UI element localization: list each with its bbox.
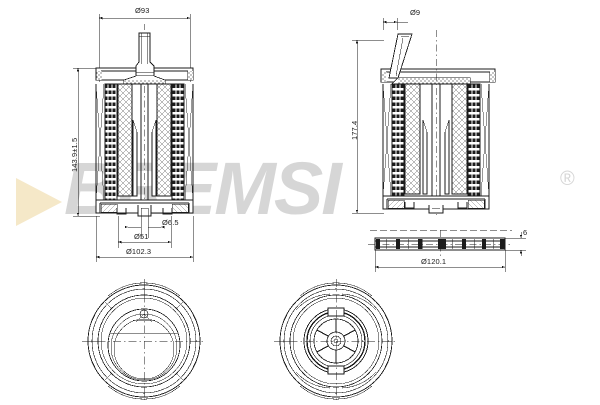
dimension-label-diameter-51: Ø51 (134, 232, 149, 241)
play-triangle-icon (16, 178, 62, 226)
dimension-label-height-143-9: 143.9±1.5 (70, 137, 79, 172)
right-section-view (352, 18, 496, 215)
left-section-view (73, 14, 194, 262)
dimension-label-diameter-9: Ø9 (410, 8, 421, 17)
dimension-label-height-177-4: 177.4 (350, 120, 359, 140)
end-view-right (274, 279, 398, 400)
dimension-label-diameter-6-5: Ø6.5 (162, 218, 179, 227)
dimension-label-diameter-93: Ø93 (135, 6, 150, 15)
registered-trademark-icon: ® (560, 168, 575, 190)
bottom-plate-view (368, 229, 526, 272)
dimension-label-thickness-6: 6 (523, 228, 528, 237)
dimension-label-diameter-102-3: Ø102.3 (126, 247, 152, 256)
end-view-left (82, 279, 206, 400)
dimension-label-diameter-120-1: Ø120.1 (421, 257, 447, 266)
